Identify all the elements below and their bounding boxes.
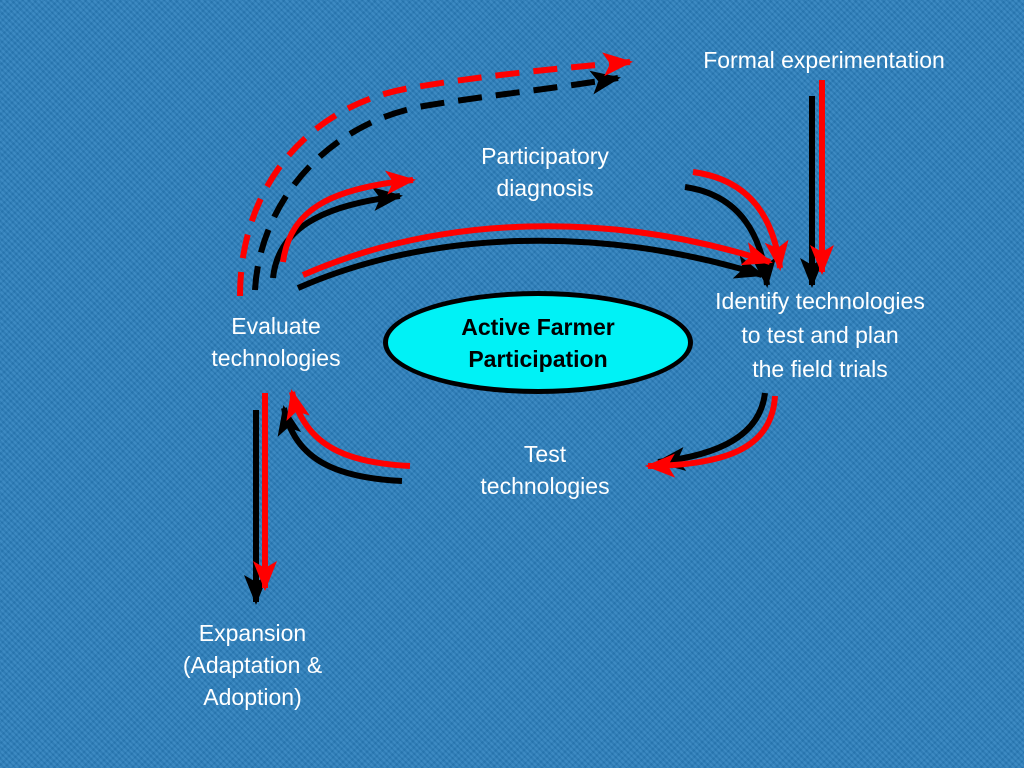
dashed-arrow-black bbox=[252, 70, 621, 291]
center-ellipse: Active Farmer Participation bbox=[383, 291, 693, 394]
evaluate-to-diagnosis-arrow-black bbox=[270, 187, 403, 279]
node-expansion: Expansion (Adaptation & Adoption) bbox=[182, 620, 323, 710]
evaluate-to-identify-arrow-black bbox=[296, 237, 765, 291]
diagnosis-to-identify-arrow-red bbox=[692, 169, 789, 271]
test-to-evaluate-arrow-red bbox=[286, 389, 411, 469]
identify-to-test-arrow-black bbox=[655, 392, 768, 471]
node-formal-experimentation: Formal experimentation bbox=[703, 47, 945, 73]
evaluate-to-identify-arrow-red bbox=[301, 223, 773, 278]
center-label: Active Farmer Participation bbox=[461, 313, 615, 372]
node-participatory-diagnosis: Participatory diagnosis bbox=[481, 143, 609, 201]
node-identify-technologies: Identify technologies to test and plan t… bbox=[715, 288, 925, 382]
node-evaluate-technologies: Evaluate technologies bbox=[211, 313, 341, 371]
node-test-technologies: Test technologies bbox=[480, 441, 610, 499]
dashed-arrow-red bbox=[237, 52, 633, 297]
test-to-evaluate-arrow-black bbox=[277, 405, 403, 484]
evaluate-to-diagnosis-arrow-red bbox=[280, 170, 416, 263]
identify-to-test-arrow-red bbox=[645, 395, 778, 478]
